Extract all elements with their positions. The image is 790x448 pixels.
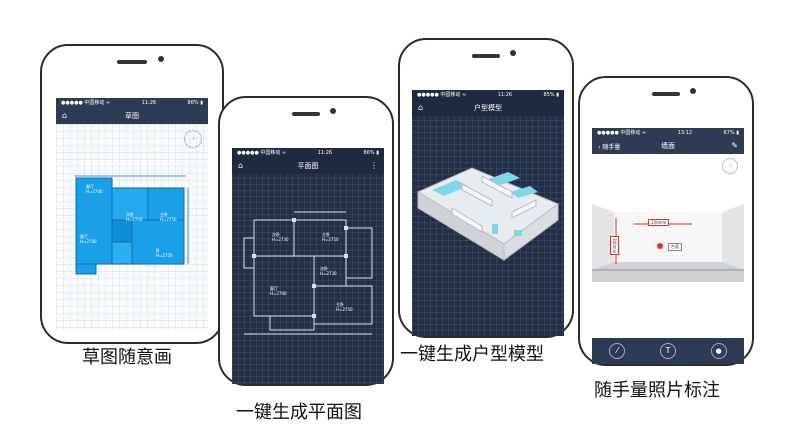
- gesture-icon[interactable]: ☝: [184, 130, 202, 148]
- pen-tool-icon[interactable]: ⁄: [609, 343, 626, 359]
- battery: 67% ▮: [723, 130, 739, 136]
- caption-3d-model: 一键生成户型模型: [400, 344, 544, 365]
- page-title: 墙面: [661, 142, 675, 150]
- camera: [690, 88, 696, 94]
- time: 11:26: [141, 100, 157, 106]
- page-title: 户型模型: [474, 104, 502, 112]
- battery: 86% ▮: [363, 150, 379, 156]
- sketch-plan: [74, 175, 189, 275]
- speaker: [117, 60, 147, 64]
- home-icon[interactable]: ⌂: [418, 103, 424, 112]
- carrier: ●●●●● 中国移动 ≈: [597, 130, 647, 136]
- home-icon[interactable]: ⌂: [238, 161, 244, 170]
- app-bar: ⌂ 平面图 ⋮: [232, 158, 384, 174]
- page-title: 草图: [125, 112, 139, 120]
- caption-floorplan: 一键生成平面图: [236, 402, 362, 423]
- camera: [510, 50, 516, 56]
- screen: ●●●●● 中国移动 ≈ 13:12 67% ▮ ‹ 随手量 墙面 ✎ ☝ 20…: [592, 128, 744, 364]
- tool-bar: ⁄ T ●: [592, 338, 744, 364]
- battery: 86% ▮: [187, 100, 203, 106]
- app-bar: ‹ 随手量 墙面 ✎: [592, 138, 744, 154]
- caption-photo-measure: 随手量照片标注: [594, 380, 720, 401]
- back-label: 随手量: [602, 144, 621, 151]
- 3d-model-view[interactable]: [412, 148, 564, 278]
- carrier: ●●●●● 中国移动 ≈: [417, 92, 467, 98]
- phone-3d-model: ●●●●● 中国移动 ≈ 11:26 85% ▮ ⌂ 户型模型: [398, 38, 574, 338]
- home-icon[interactable]: ⌂: [62, 111, 68, 120]
- vertical-measure[interactable]: 300mm: [610, 236, 619, 256]
- status-bar: ●●●●● 中国移动 ≈ 13:12 67% ▮: [592, 128, 744, 138]
- time: 11:26: [497, 92, 513, 98]
- camera: [330, 108, 336, 114]
- carrier: ●●●●● 中国移动 ≈: [237, 150, 287, 156]
- app-bar: ⌂ 草图: [56, 108, 208, 124]
- phone-floorplan: ●●●●● 中国移动 ≈ 11:26 86% ▮ ⌂ 平面图 ⋮: [218, 96, 394, 386]
- status-bar: ●●●●● 中国移动 ≈ 11:26 85% ▮: [412, 90, 564, 100]
- back-button[interactable]: ‹ 随手量: [598, 144, 621, 151]
- phone-photo-measure: ●●●●● 中国移动 ≈ 13:12 67% ▮ ‹ 随手量 墙面 ✎ ☝ 20…: [578, 76, 754, 366]
- wall-photo[interactable]: 200mm 300mm 台面: [592, 204, 744, 282]
- speaker: [472, 54, 500, 58]
- status-bar: ●●●●● 中国移动 ≈ 11:26 86% ▮: [56, 98, 208, 108]
- time: 13:12: [677, 130, 693, 136]
- edit-icon[interactable]: ✎: [731, 141, 738, 150]
- page-title: 平面图: [297, 162, 319, 170]
- time: 11:26: [317, 150, 333, 156]
- floor-plan-drawing: [243, 211, 373, 335]
- battery: 85% ▮: [543, 92, 559, 98]
- status-bar: ●●●●● 中国移动 ≈ 11:26 86% ▮: [232, 148, 384, 158]
- camera: [158, 56, 164, 62]
- gesture-icon[interactable]: ☝: [722, 158, 738, 174]
- text-tool-icon[interactable]: T: [659, 343, 676, 359]
- screen: ●●●●● 中国移动 ≈ 11:26 86% ▮ ⌂ 平面图 ⋮: [232, 148, 384, 384]
- mic-tool-icon[interactable]: ●: [710, 343, 727, 359]
- speaker: [292, 112, 320, 116]
- screen: ●●●●● 中国移动 ≈ 11:26 85% ▮ ⌂ 户型模型: [412, 90, 564, 336]
- caption-sketch: 草图随意画: [82, 347, 172, 368]
- more-icon[interactable]: ⋮: [370, 161, 378, 170]
- speaker: [652, 92, 680, 96]
- annotation-tag[interactable]: 台面: [668, 243, 682, 251]
- app-bar: ⌂ 户型模型: [412, 100, 564, 116]
- carrier: ●●●●● 中国移动 ≈: [61, 100, 111, 106]
- horizontal-measure[interactable]: 200mm: [648, 219, 670, 226]
